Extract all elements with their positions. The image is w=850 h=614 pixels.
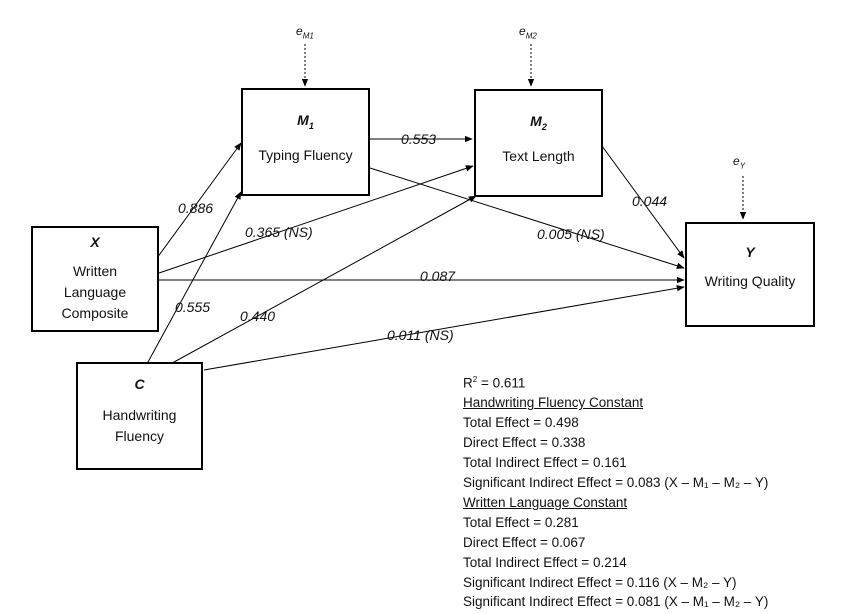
- r2-sup: 2: [472, 375, 478, 384]
- symbol-sub: 2: [541, 121, 547, 132]
- coef-x-y: 0.087: [420, 268, 456, 284]
- coef-m1-m2: 0.553: [401, 131, 437, 147]
- path-m2-y: [601, 145, 685, 259]
- hw-total: Total Effect = 0.498: [463, 415, 579, 431]
- path-c-m2: [164, 195, 477, 368]
- coef-c-m2: 0.440: [240, 308, 276, 324]
- coef-c-y: 0.011 (NS): [387, 327, 454, 343]
- node-m2-symbol: M2: [530, 113, 547, 132]
- r2-value: = 0.611: [477, 375, 526, 391]
- r-squared: R2 = 0.611: [463, 370, 768, 393]
- r2-label: R: [463, 375, 473, 391]
- wl-significant-2: Significant Indirect Effect = 0.081 (X –…: [463, 594, 769, 610]
- coef-x-m1: 0.886: [178, 200, 214, 216]
- wl-heading: Written Language Constant: [463, 494, 628, 510]
- coef-m2-y: 0.044: [632, 193, 668, 209]
- error-base: e: [519, 24, 526, 38]
- wl-indirect: Total Indirect Effect = 0.214: [463, 554, 627, 570]
- hw-indirect: Total Indirect Effect = 0.161: [463, 455, 627, 471]
- node-c-label-line1: Handwriting: [102, 407, 177, 423]
- node-c: C Handwriting Fluency: [76, 362, 203, 470]
- error-base: e: [296, 24, 303, 38]
- node-m2-label: Text Length: [502, 147, 575, 164]
- node-m1: M1 Typing Fluency: [241, 88, 370, 196]
- wl-total: Total Effect = 0.281: [463, 514, 579, 530]
- wl-significant-1: Significant Indirect Effect = 0.116 (X –…: [463, 574, 737, 590]
- stats-block: R2 = 0.611 Handwriting Fluency Constant …: [463, 370, 768, 612]
- symbol-letter: M: [297, 112, 309, 128]
- error-sub: M2: [525, 31, 537, 41]
- node-m1-symbol: M1: [297, 112, 314, 131]
- coef-m1-y: 0.005 (NS): [537, 226, 605, 242]
- coef-x-m2: 0.365 (NS): [245, 224, 313, 240]
- error-sub: M1: [302, 31, 314, 41]
- error-term-y: eY: [733, 154, 745, 170]
- path-c-m1: [147, 191, 242, 363]
- node-m2: M2 Text Length: [474, 89, 603, 197]
- node-y: Y Writing Quality: [685, 222, 815, 327]
- node-x-label-line1: Written: [72, 263, 118, 279]
- error-base: e: [733, 154, 740, 168]
- hw-heading: Handwriting Fluency Constant: [463, 395, 644, 411]
- hw-direct: Direct Effect = 0.338: [463, 435, 586, 451]
- node-m1-label: Typing Fluency: [258, 146, 353, 163]
- path-x-m1: [156, 142, 242, 259]
- path-m1-y: [369, 167, 685, 269]
- error-term-m2: eM2: [519, 24, 537, 40]
- node-c-symbol: C: [134, 376, 145, 392]
- hw-significant: Significant Indirect Effect = 0.083 (X –…: [463, 475, 769, 491]
- path-c-y: [203, 285, 685, 371]
- node-y-label: Writing Quality: [704, 273, 796, 289]
- node-x-label-line3: Composite: [61, 305, 129, 321]
- symbol-letter: M: [530, 113, 542, 129]
- symbol-sub: 1: [308, 120, 314, 131]
- error-sub: Y: [739, 161, 746, 171]
- node-c-label-line2: Fluency: [114, 428, 165, 444]
- node-y-symbol: Y: [745, 244, 755, 260]
- error-term-m1: eM1: [296, 24, 314, 40]
- coef-c-m1: 0.555: [175, 299, 211, 315]
- node-x: X Written Language Composite: [31, 226, 159, 332]
- node-x-symbol: X: [90, 234, 100, 250]
- wl-direct: Direct Effect = 0.067: [463, 534, 586, 550]
- node-x-label-line2: Language: [63, 284, 127, 300]
